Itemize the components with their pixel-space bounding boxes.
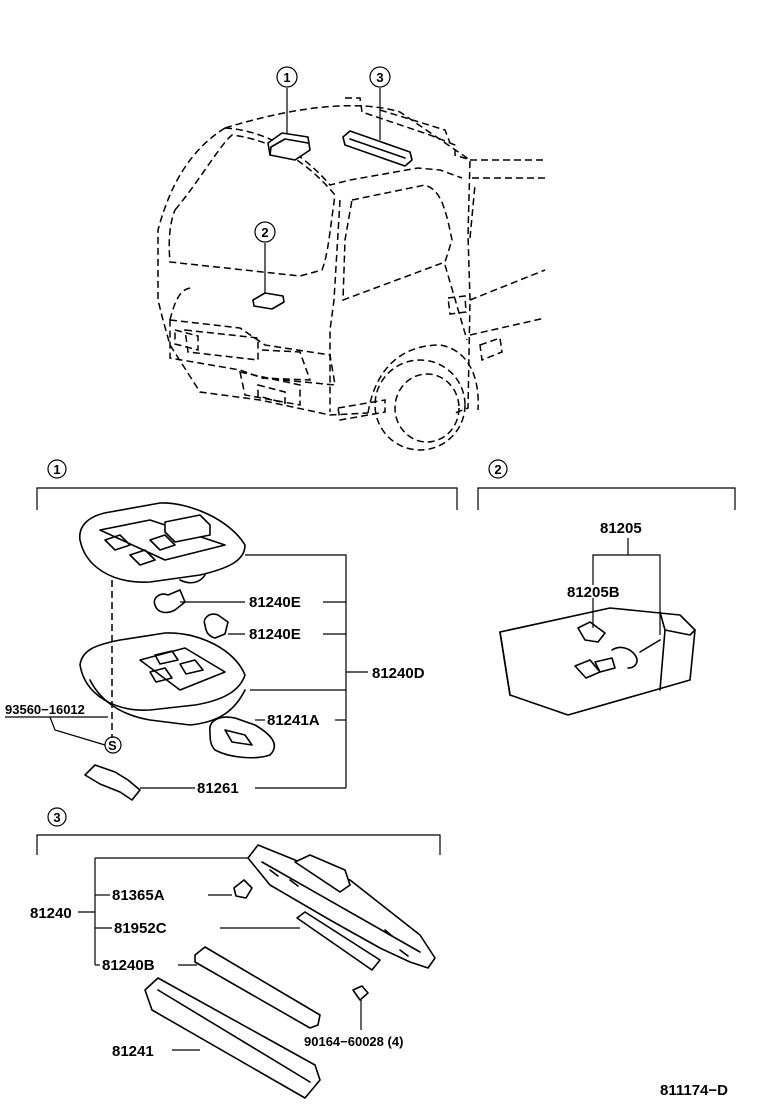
part-81240: 81240 (30, 905, 72, 922)
part-81240E-b: 81240E (249, 626, 301, 643)
section-2-bracket (477, 487, 736, 510)
section-1-callout (47, 459, 67, 479)
section-1-number: 1 (53, 462, 60, 477)
section-3-number: 3 (53, 810, 60, 825)
part-81240B: 81240B (102, 957, 155, 974)
section-1-dome-lamp: 1 S (5, 459, 458, 801)
part-81261: 81261 (197, 780, 239, 797)
part-81241: 81241 (112, 1043, 154, 1060)
diagram-id: 811174−D (660, 1082, 728, 1099)
part-81240D: 81240D (372, 665, 425, 682)
callout-1-label: 1 (283, 70, 290, 85)
part-81205B: 81205B (567, 584, 620, 601)
callout-2-label: 2 (261, 225, 268, 240)
part-93560-16012: 93560−16012 (5, 702, 85, 717)
part-81205: 81205 (600, 520, 642, 537)
callout-3-circle (369, 66, 391, 88)
section-3-high-mount-lamp: 3 81240 81365A 81952C (30, 807, 441, 1099)
callout-1-circle (276, 66, 298, 88)
callout-2-circle (254, 221, 276, 243)
part-81952C: 81952C (114, 920, 167, 937)
section-3-callout (47, 807, 67, 827)
part-81365A: 81365A (112, 887, 165, 904)
callout-3-label: 3 (376, 70, 383, 85)
part-81240E-a: 81240E (249, 594, 301, 611)
screw-s-label: S (108, 738, 117, 753)
section-2-number: 2 (494, 462, 501, 477)
section-2-callout (488, 459, 508, 479)
truck-illustration: 1 2 3 (157, 66, 546, 451)
section-3-bracket (36, 834, 441, 855)
section-1-bracket (36, 487, 458, 510)
part-81241A: 81241A (267, 712, 320, 729)
part-90164-60028: 90164−60028 (4) (304, 1034, 403, 1049)
section-2-lamp: 2 81205 81205B (477, 459, 736, 716)
